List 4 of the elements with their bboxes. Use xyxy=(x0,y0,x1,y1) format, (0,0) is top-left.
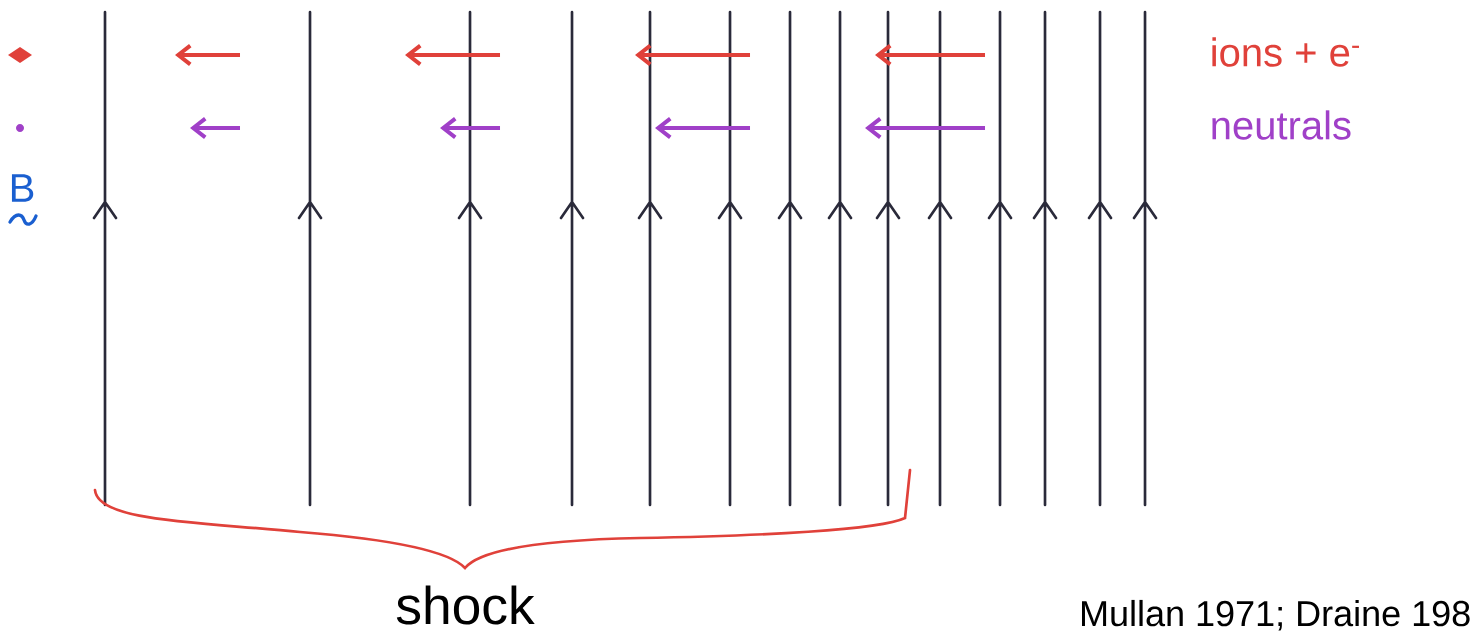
citation: Mullan 1971; Draine 198 xyxy=(1082,599,1470,631)
legend-text: neutrals xyxy=(1212,110,1351,140)
legend-text: ions + e$^{-}$ xyxy=(1212,37,1359,67)
brace-label: shock xyxy=(396,585,535,625)
